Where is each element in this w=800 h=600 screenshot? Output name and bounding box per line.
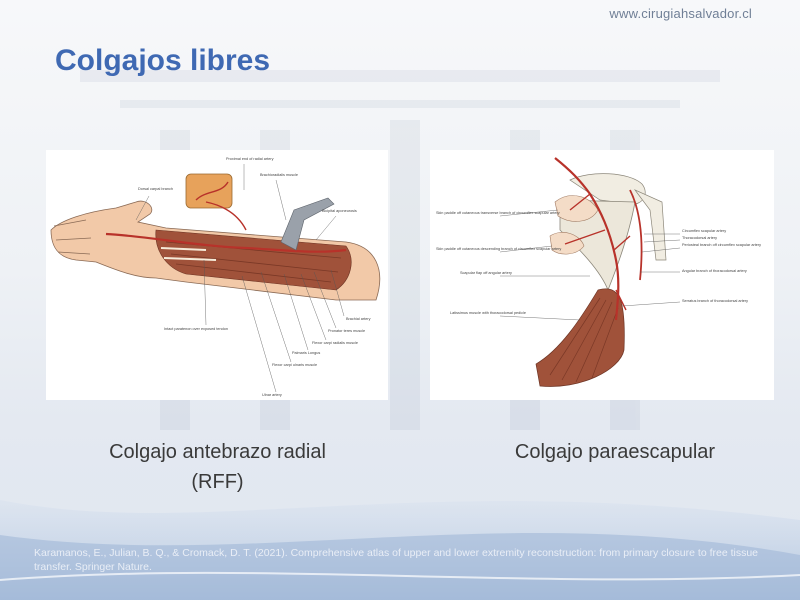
label-circumflex: Circumflex scapular artery [682, 229, 726, 233]
caption-left-line1: Colgajo antebrazo radial [109, 441, 326, 463]
label-proximal-end: Proximal end of radial artery [226, 157, 274, 161]
slide-title: Colgajos libres [55, 44, 271, 77]
label-angular: Angular branch of thoracodorsal artery [682, 269, 747, 273]
label-latissimus: Latissimus muscle with thoracodorsal ped… [450, 311, 526, 315]
label-periosteal: Periosteal branch off circumflex scapula… [682, 243, 761, 247]
caption-left-line2: (RFF) [191, 471, 244, 493]
label-fcu: Flexor carpi ulnaris muscle [272, 363, 317, 367]
label-brachial: Brachial artery [346, 317, 371, 321]
label-palmaris: Palmaris Longus [292, 351, 320, 355]
reference-citation: Karamanos, E., Julian, B. Q., & Cromack,… [34, 547, 759, 573]
label-skin-transverse: Skin paddle off cutaneous transverse bra… [436, 211, 560, 215]
bottom-wave-decoration [0, 500, 800, 600]
label-thoracodorsal: Thoracodorsal artery [682, 236, 717, 240]
label-intact: Intact paratenon over exposed tendon [164, 327, 228, 331]
caption-parascapular-flap: Colgajo paraescapular [514, 441, 716, 463]
caption-radial-forearm-flap: Colgajo antebrazo radial (RFF) [70, 437, 365, 497]
label-scapular-flap: Scapular flap off angular artery [460, 271, 512, 275]
label-ulnar: Ulnar artery [262, 393, 282, 397]
parascapular-flap-figure: Skin paddle off cutaneous transverse bra… [430, 150, 774, 400]
label-pronator: Pronator teres muscle [328, 329, 365, 333]
label-bicipital: Bicipital aponeurosis [322, 209, 357, 213]
label-skin-descending: Skin paddle off cutaneous descending bra… [436, 247, 561, 251]
label-brachioradialis: Brachioradialis muscle [260, 173, 298, 177]
label-fcr: Flexor carpi radialis muscle [312, 341, 358, 345]
label-serratus: Serratus branch of thoracodorsal artery [682, 299, 748, 303]
label-dorsal-carpal: Dorsal carpal branch [138, 187, 173, 191]
site-url: www.cirugiahsalvador.cl [609, 6, 752, 21]
radial-forearm-flap-figure: Dorsal carpal branch Proximal end of rad… [46, 150, 388, 400]
